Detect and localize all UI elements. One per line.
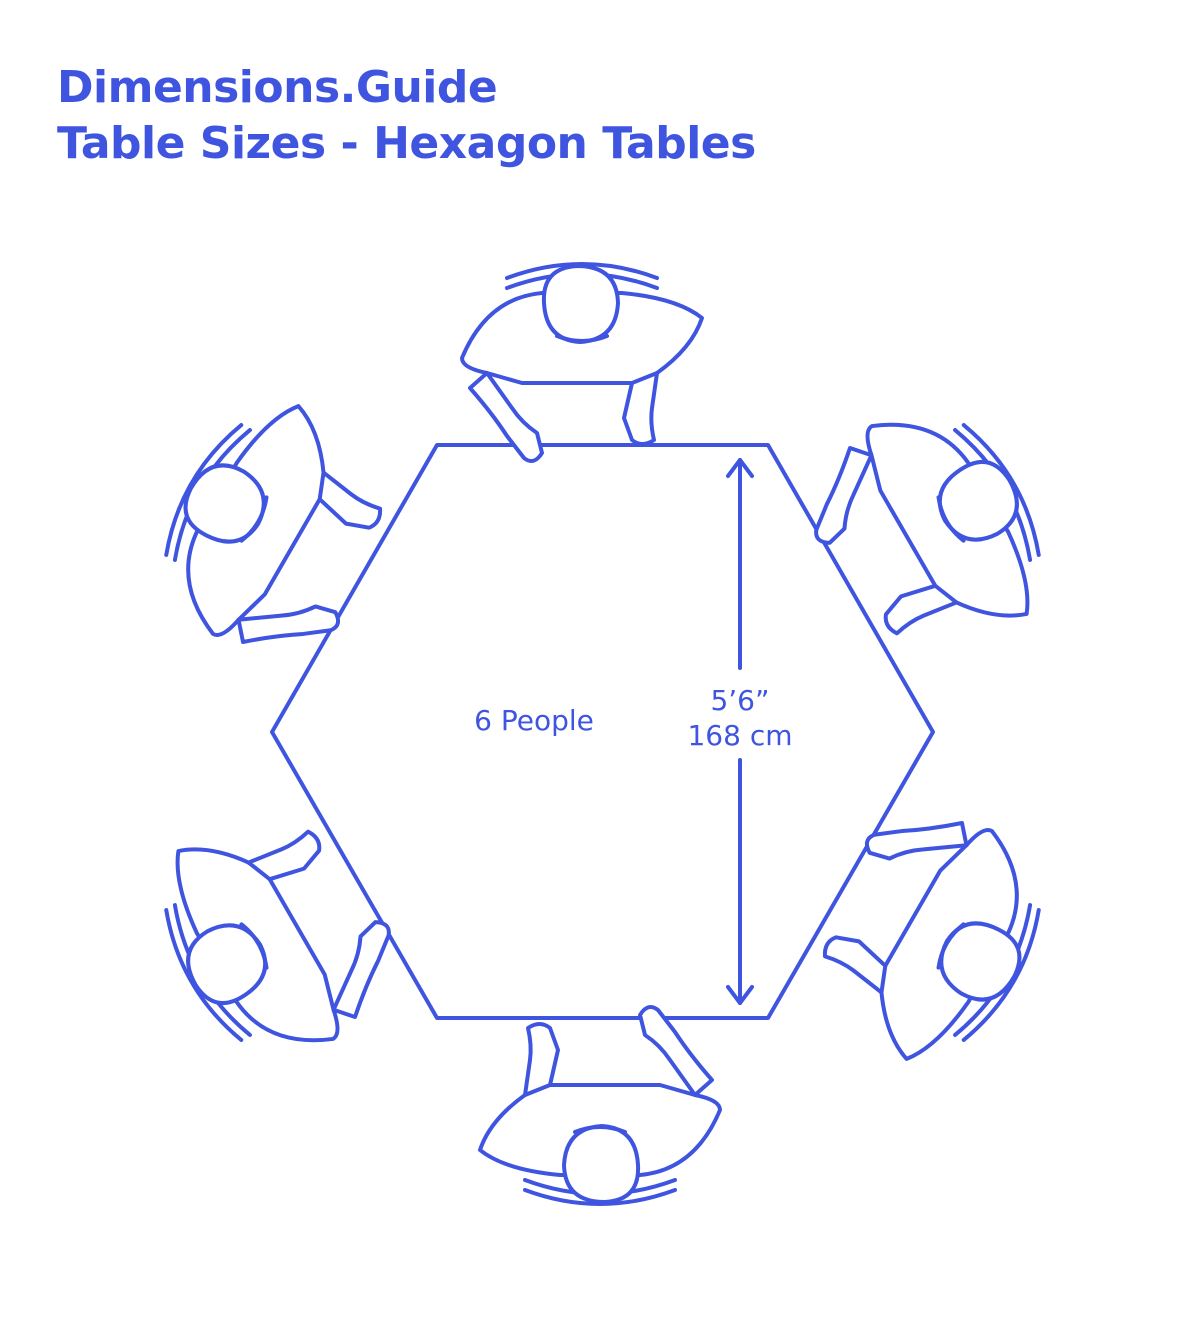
seat-bottom [478, 1004, 722, 1206]
seat-top-left [129, 377, 425, 688]
site-name: Dimensions.Guide [57, 62, 498, 113]
hexagon-table [270, 443, 935, 1020]
seat-top-right [780, 377, 1076, 688]
dimension-arrow [726, 458, 754, 1005]
title-block: Dimensions.Guide Table Sizes - Hexagon T… [57, 60, 756, 172]
seat-top [460, 262, 704, 464]
seat-bottom-left [129, 777, 425, 1088]
seat-bottom-right [780, 777, 1076, 1088]
dimension-imperial: 5’6” [710, 684, 769, 717]
dimension-metric: 168 cm [687, 719, 792, 752]
capacity-label: 6 People [474, 704, 594, 737]
page-title: Table Sizes - Hexagon Tables [57, 118, 756, 169]
